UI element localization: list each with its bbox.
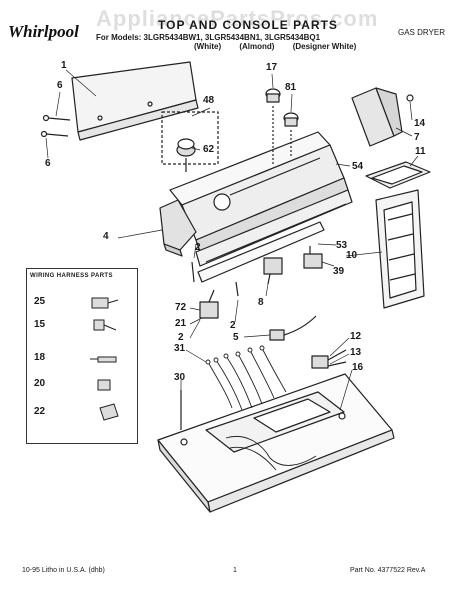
switch-39 (303, 246, 323, 269)
callout-10: 10 (346, 250, 358, 261)
callout-7: 7 (414, 132, 420, 143)
switch-72 (199, 289, 219, 319)
connector-5 (269, 315, 317, 341)
knob-17 (265, 88, 281, 103)
harness-rail (197, 221, 325, 283)
lint-filter (365, 161, 431, 189)
footer-litho: 10-95 Litho in U.S.A. (dhb) (22, 567, 105, 574)
screw-6-top (42, 114, 71, 122)
footer-part-number: Part No. 4377522 Rev.A (350, 567, 426, 574)
watermark: AppliancePartsPros.com (96, 6, 379, 31)
callout-39: 39 (333, 266, 345, 277)
legend-title: WIRING HARNESS PARTS (30, 273, 113, 279)
timer-8 (263, 257, 283, 285)
wire-harness-31 (205, 345, 317, 471)
callout-5: 5 (233, 332, 239, 343)
callout-4: 4 (103, 231, 109, 242)
screw-2-a (191, 261, 195, 283)
knob-62 (176, 138, 196, 157)
legend-label-22: 22 (34, 406, 46, 417)
models-line: For Models: 3LGR5434BW1, 3LGR5434BN1, 3L… (96, 33, 321, 42)
callout-48: 48 (203, 95, 215, 106)
callout-13: 13 (350, 347, 362, 358)
callout-21: 21 (175, 318, 187, 329)
callout-30: 30 (174, 372, 186, 383)
screw-6-bottom (40, 130, 69, 138)
callout-2-right: 2 (230, 320, 236, 331)
screw-2-b (235, 281, 239, 297)
console-panel (169, 131, 349, 253)
footer-page-number: 1 (233, 567, 237, 574)
variant-white: (White) (194, 42, 222, 51)
legend-label-20: 20 (34, 378, 46, 389)
page-title: TOP AND CONSOLE PARTS (158, 18, 338, 32)
callout-31: 31 (174, 343, 186, 354)
filter-housing (375, 189, 425, 309)
callout-6-top: 6 (57, 80, 63, 91)
callout-16: 16 (352, 362, 364, 373)
callout-14: 14 (414, 118, 426, 129)
cabinet-top (157, 373, 395, 513)
dryer-type: GAS DRYER (398, 28, 445, 37)
end-cap-left (159, 199, 197, 257)
callout-6-bottom: 6 (45, 158, 51, 169)
wiring-harness-legend (26, 268, 138, 444)
model-variants: (White) (Almond) (Designer White) (194, 42, 372, 51)
knob-81 (283, 112, 299, 127)
part-12-13 (311, 349, 347, 369)
callout-2-mid: 2 (178, 332, 184, 343)
switch-group-outline (161, 111, 219, 165)
console-bracket (195, 189, 353, 267)
callout-62: 62 (203, 144, 215, 155)
callout-72: 72 (175, 302, 187, 313)
callout-53: 53 (336, 240, 348, 251)
back-panel (71, 61, 199, 141)
variant-designer-white: (Designer White) (292, 42, 357, 51)
legend-label-25: 25 (34, 296, 46, 307)
callout-2-upper: 2 (195, 242, 201, 253)
callout-11: 11 (415, 146, 426, 157)
callout-54: 54 (352, 161, 364, 172)
end-cap-right (351, 87, 414, 147)
variant-almond: (Almond) (239, 42, 275, 51)
legend-label-15: 15 (34, 319, 46, 330)
legend-label-18: 18 (34, 352, 46, 363)
callout-17: 17 (266, 62, 278, 73)
callout-8: 8 (258, 297, 264, 308)
callout-1: 1 (61, 60, 67, 71)
leader-lines (45, 69, 419, 411)
callout-81: 81 (285, 82, 297, 93)
whirlpool-logo: Whirlpool (8, 22, 79, 41)
callout-12: 12 (350, 331, 362, 342)
